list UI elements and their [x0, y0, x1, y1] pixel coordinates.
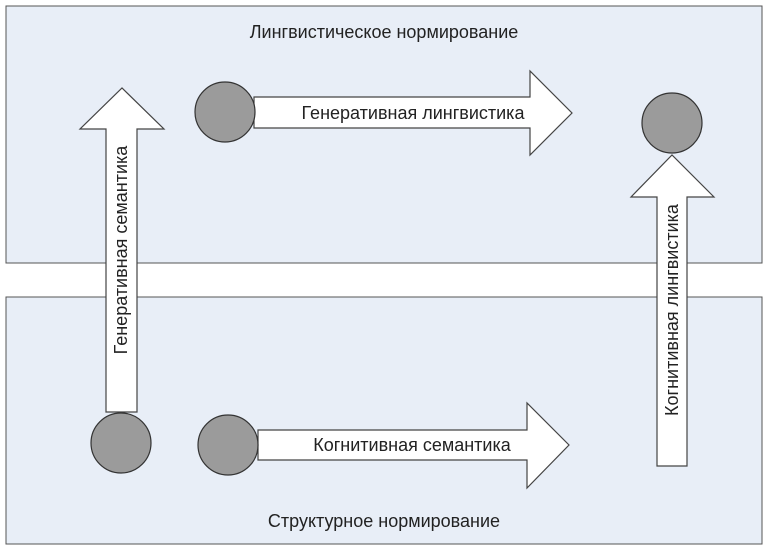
node-generative-semantics-start [90, 412, 152, 474]
node-cognitive-semantics-start [197, 414, 259, 476]
node-generative-linguistics-start [194, 81, 256, 143]
bottom-region-label: Структурное нормирование [268, 511, 500, 531]
node-cognitive-linguistics-end [641, 92, 703, 154]
cognitive-linguistics-arrow [629, 154, 716, 467]
cognitive-linguistics-label: Когнитивная лингвистика [662, 203, 682, 416]
generative-linguistics-label: Генеративная лингвистика [302, 103, 526, 123]
generative-semantics-label: Генеративная семантика [111, 145, 131, 355]
generative-semantics-arrow [78, 87, 166, 413]
generative-linguistics-arrow [253, 69, 573, 157]
top-region-label: Лингвистическое нормирование [250, 22, 519, 42]
cognitive-semantics-arrow [257, 401, 570, 490]
cognitive-semantics-label: Когнитивная семантика [313, 435, 512, 455]
